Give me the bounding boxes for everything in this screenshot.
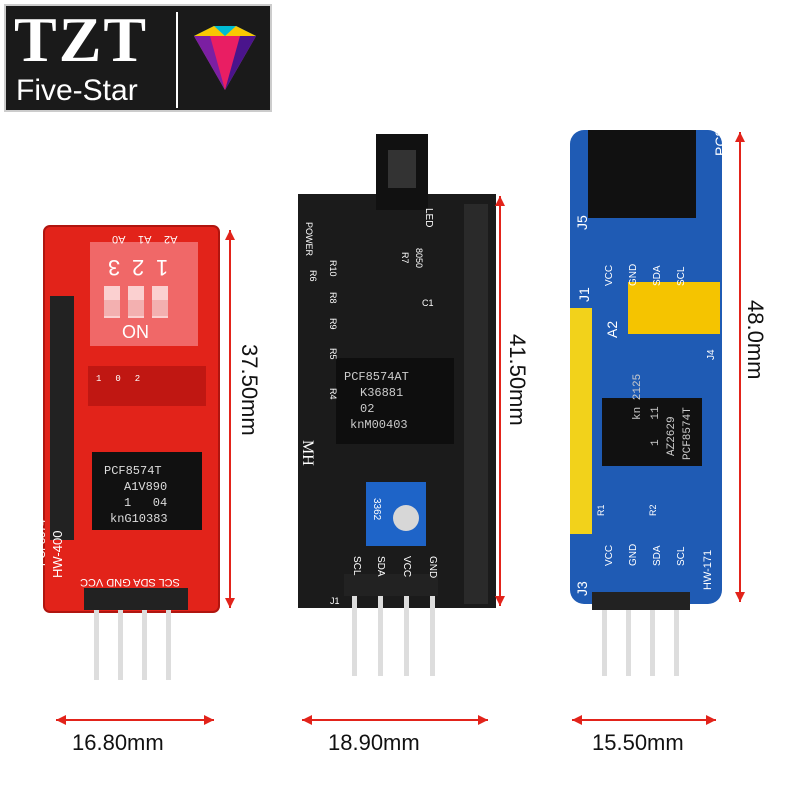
black-j1-label: J1 [330, 596, 340, 606]
blue-bottom-pin-sda: SDA [652, 545, 663, 566]
red-chip-line3: 1 04 [124, 496, 168, 510]
black-r7-label: R7 [400, 252, 410, 264]
black-chip-line4: knM00403 [350, 418, 408, 432]
red-switch-a1: A1 [138, 233, 152, 245]
blue-hw-label: HW-171 [702, 549, 714, 590]
diamond-icon [194, 26, 256, 90]
red-model-2: HW-400 [50, 530, 65, 578]
blue-height-label: 48.0mm [743, 300, 768, 380]
black-addr-a0: A0 [287, 488, 298, 501]
red-switch-digit-3: 3 [108, 255, 121, 280]
blue-model-label: PC8574 [712, 105, 728, 156]
black-r9-label: R9 [328, 318, 338, 330]
red-board [43, 225, 220, 680]
black-width-label: 18.90mm [328, 730, 420, 755]
blue-r1-label: R1 [596, 504, 606, 516]
red-switch-digit-1: 1 [156, 255, 169, 280]
black-addr-a2: A2 [287, 532, 298, 545]
blue-board [570, 130, 722, 676]
black-led-label: LED [423, 208, 434, 228]
red-width-label: 16.80mm [72, 730, 164, 755]
blue-j3-label: J3 [574, 581, 590, 596]
blue-chip-line1: PCF8574T [682, 407, 694, 460]
black-pin-scl: SCL [351, 556, 362, 576]
blue-top-pin-vcc: VCC [604, 264, 615, 286]
black-power-label: POWER [304, 222, 314, 257]
red-chip-line2: A1V890 [124, 480, 168, 494]
blue-chip-line2: AZ2629 [666, 416, 678, 456]
red-switch-digit-2: 2 [132, 255, 145, 280]
black-pin-vcc: VCC [401, 556, 412, 578]
black-r5-label: R5 [328, 348, 338, 360]
red-switch-on: ON [122, 322, 149, 342]
black-chip-line1: PCF8574AT [344, 370, 409, 384]
black-addr-a1: A1 [287, 510, 298, 523]
red-chip-line4: knG10383 [110, 512, 168, 526]
blue-top-pin-gnd: GND [628, 263, 639, 286]
blue-j1-label: J1 [576, 287, 592, 302]
black-q-label: 8050 [414, 248, 424, 269]
black-mh-label: MH [299, 440, 316, 466]
brand-logo: TZT Five-Star [4, 4, 272, 112]
black-pin-gnd: GND [427, 556, 438, 579]
blue-top-pin-scl: SCL [676, 266, 687, 286]
blue-j5-label: J5 [574, 215, 590, 230]
blue-j4-label: J4 [706, 349, 717, 360]
red-pin-labels: SCL SDA GND VCC [80, 576, 180, 588]
red-switch-a2: A2 [164, 233, 178, 245]
blue-top-pin-sda: SDA [652, 265, 663, 286]
black-pot-label: 3362 [371, 498, 382, 521]
blue-a2-label: A2 [604, 320, 620, 338]
blue-r2-label: R2 [648, 504, 658, 516]
brand-subtitle: Five-Star [16, 74, 138, 107]
black-height-label: 41.50mm [505, 334, 530, 426]
black-c1-label: C1 [422, 298, 434, 308]
blue-bottom-pin-vcc: VCC [604, 544, 615, 566]
black-r8-label: R8 [328, 292, 338, 304]
logo-divider [176, 12, 178, 108]
red-chip-line1: PCF8574T [104, 464, 162, 478]
red-height-label: 37.50mm [237, 344, 262, 436]
red-switch-a0: A0 [112, 233, 126, 245]
black-pin-sda: SDA [375, 556, 386, 577]
red-model: PCF8574 [36, 519, 48, 566]
brand-title: TZT [14, 4, 149, 75]
blue-chip-line4: kn 2125 [632, 373, 644, 420]
red-resistor-values: 102 [96, 374, 155, 384]
blue-bottom-pin-gnd: GND [628, 543, 639, 566]
blue-chip-line3: 1 11 [650, 406, 662, 446]
black-r4-label: R4 [328, 388, 338, 400]
black-r6-label: R6 [308, 270, 318, 282]
black-chip-line3: 02 [360, 402, 375, 416]
black-r10-label: R10 [328, 260, 338, 277]
blue-width-label: 15.50mm [592, 730, 684, 755]
blue-bottom-pin-scl: SCL [676, 546, 687, 566]
black-chip-line2: K36881 [360, 386, 404, 400]
black-board [298, 134, 496, 676]
